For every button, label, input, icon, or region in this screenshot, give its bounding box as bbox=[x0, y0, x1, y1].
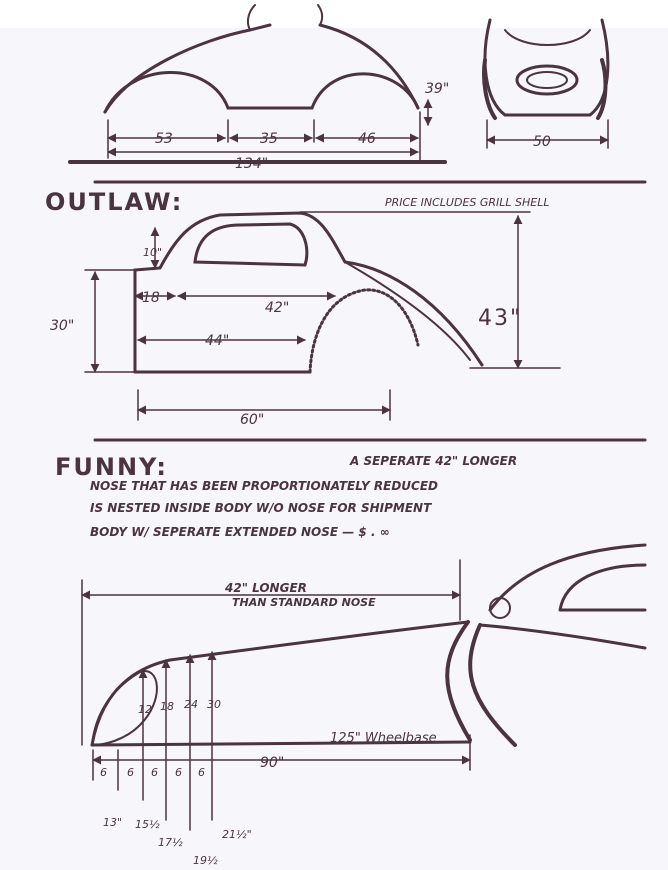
station-spacing-2: 6 bbox=[127, 766, 134, 779]
funny-longer-label-1: 42" LONGER bbox=[224, 581, 307, 595]
dim-height: 39" bbox=[425, 81, 449, 97]
funny-wheelbase: 125" Wheelbase bbox=[330, 731, 437, 746]
station-spacing-3: 6 bbox=[151, 766, 158, 779]
dim-35: 35 bbox=[260, 131, 278, 147]
lower-dim-13: 13" bbox=[103, 816, 122, 829]
funny-line-1: A SEPERATE 42" LONGER bbox=[349, 454, 517, 468]
outlaw-roof-len: 42" bbox=[265, 300, 289, 316]
station-spacing-5: 6 bbox=[198, 766, 205, 779]
station-height-12: 12 bbox=[138, 703, 152, 716]
rear-view bbox=[482, 18, 610, 120]
lower-dim-21-5: 21½" bbox=[222, 828, 252, 841]
outlaw-offset: 18 bbox=[142, 290, 160, 306]
station-height-24: 24 bbox=[184, 698, 198, 711]
outlaw-note: PRICE INCLUDES GRILL SHELL bbox=[385, 196, 550, 209]
outlaw-title: OUTLAW: bbox=[45, 188, 183, 216]
funny-line-4: BODY W/ SEPERATE EXTENDED NOSE — $ . ∞ bbox=[90, 525, 390, 539]
top-car-silhouette bbox=[103, 4, 420, 114]
top-dimension-lines bbox=[107, 99, 609, 161]
dim-rear-width: 50 bbox=[533, 134, 551, 150]
lower-dim-15-5: 15½ bbox=[135, 818, 160, 831]
outlaw-base-len: 60" bbox=[240, 412, 264, 428]
funny-dimension-lines bbox=[81, 559, 471, 831]
funny-title: FUNNY: bbox=[55, 453, 168, 481]
funny-silhouette bbox=[90, 543, 647, 747]
funny-length: 90" bbox=[260, 755, 284, 771]
outlaw-dimension-lines bbox=[84, 211, 561, 421]
station-spacing-1: 6 bbox=[100, 766, 107, 779]
dim-46: 46 bbox=[358, 131, 376, 147]
funny-line-3: IS NESTED INSIDE BODY W/O NOSE FOR SHIPM… bbox=[90, 501, 432, 515]
outlaw-lower-len: 44" bbox=[205, 333, 229, 349]
funny-line-2: NOSE THAT HAS BEEN PROPORTIONATELY REDUC… bbox=[90, 479, 438, 493]
lower-dim-17-5: 17½ bbox=[158, 836, 183, 849]
dim-total: 134" bbox=[235, 156, 268, 172]
outlaw-silhouette bbox=[133, 211, 484, 374]
dim-53: 53 bbox=[155, 131, 173, 147]
lower-dim-19-5: 19½ bbox=[193, 854, 218, 867]
outlaw-side-height: 30" bbox=[50, 318, 74, 334]
funny-longer-label-2: THAN STANDARD NOSE bbox=[232, 596, 376, 609]
outlaw-overall-height: 43" bbox=[478, 306, 522, 331]
station-height-30: 30 bbox=[207, 698, 221, 711]
station-height-18: 18 bbox=[160, 700, 174, 713]
station-spacing-4: 6 bbox=[175, 766, 182, 779]
outlaw-top-height: 10" bbox=[143, 246, 162, 259]
